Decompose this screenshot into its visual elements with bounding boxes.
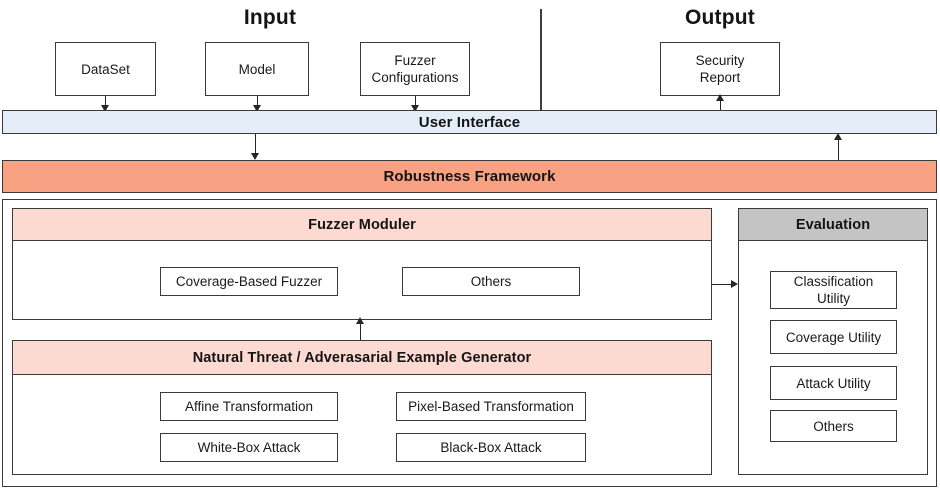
connector-ui-to-report-line — [720, 98, 722, 110]
input-output-divider — [540, 9, 542, 110]
input-node-model[interactable]: Model — [205, 42, 309, 96]
fuzzer-item-others[interactable]: Others — [402, 267, 580, 296]
evaluation-item-coverage-utility-label: Coverage Utility — [785, 329, 882, 345]
evaluation-item-classification-utility-label: Classification Utility — [793, 274, 874, 306]
generator-item-black-box-attack[interactable]: Black-Box Attack — [396, 433, 586, 462]
connector-ui-to-framework-line — [255, 134, 257, 156]
fuzzer-item-coverage-based-fuzzer[interactable]: Coverage-Based Fuzzer — [160, 267, 338, 296]
connector-framework-to-ui-line — [838, 138, 840, 160]
robustness-framework-label: Robustness Framework — [383, 168, 556, 185]
output-node-security-report-label: Security Report — [695, 53, 745, 85]
generator-item-white-box-attack[interactable]: White-Box Attack — [160, 433, 338, 462]
input-node-fuzzer-configurations[interactable]: Fuzzer Configurations — [360, 42, 470, 96]
connector-model-to-ui-arrow — [253, 105, 261, 112]
evaluation-item-others[interactable]: Others — [770, 410, 897, 442]
user-interface-label: User Interface — [418, 113, 521, 131]
connector-generator-to-fuzzer-line — [360, 322, 362, 340]
evaluation-item-attack-utility-label: Attack Utility — [796, 375, 871, 391]
connector-fuzzer-to-evaluation-line — [712, 284, 734, 286]
evaluation-item-classification-utility[interactable]: Classification Utility — [770, 271, 897, 309]
fuzzer-item-coverage-based-fuzzer-label: Coverage-Based Fuzzer — [175, 274, 323, 289]
panel-evaluation-header-label: Evaluation — [795, 216, 871, 233]
connector-fuzzerconfig-to-ui-line — [415, 96, 417, 108]
connector-ui-to-report-arrow — [716, 94, 724, 101]
connector-generator-to-fuzzer-arrow — [356, 317, 364, 324]
panel-generator-header-label: Natural Threat / Adverasarial Example Ge… — [192, 349, 532, 366]
evaluation-item-coverage-utility[interactable]: Coverage Utility — [770, 320, 897, 354]
panel-generator-header: Natural Threat / Adverasarial Example Ge… — [13, 341, 711, 375]
generator-item-affine-transformation-label: Affine Transformation — [184, 399, 314, 414]
evaluation-item-others-label: Others — [813, 418, 854, 434]
panel-fuzzer-moduler-header: Fuzzer Moduler — [13, 209, 711, 241]
input-node-model-label: Model — [238, 61, 276, 77]
input-node-dataset[interactable]: DataSet — [55, 42, 156, 96]
connector-fuzzer-to-evaluation-arrow — [731, 280, 738, 288]
input-node-fuzzer-configurations-label: Fuzzer Configurations — [371, 53, 459, 85]
output-node-security-report[interactable]: Security Report — [660, 42, 780, 96]
input-node-dataset-label: DataSet — [81, 61, 130, 77]
fuzzer-item-others-label: Others — [470, 274, 512, 289]
connector-ui-to-framework-arrow — [251, 153, 259, 160]
connector-framework-to-ui-arrow — [834, 133, 842, 140]
generator-item-affine-transformation[interactable]: Affine Transformation — [160, 392, 338, 421]
input-section-title: Input — [243, 6, 297, 29]
robustness-framework-bar[interactable]: Robustness Framework — [2, 160, 937, 193]
panel-fuzzer-moduler: Fuzzer Moduler — [12, 208, 712, 320]
generator-item-white-box-attack-label: White-Box Attack — [197, 440, 301, 455]
evaluation-item-attack-utility[interactable]: Attack Utility — [770, 366, 897, 400]
connector-dataset-to-ui-line — [105, 96, 107, 108]
user-interface-bar[interactable]: User Interface — [2, 110, 937, 134]
generator-item-pixel-based-transformation[interactable]: Pixel-Based Transformation — [396, 392, 586, 421]
output-section-title: Output — [684, 6, 755, 29]
panel-generator: Natural Threat / Adverasarial Example Ge… — [12, 340, 712, 475]
generator-item-black-box-attack-label: Black-Box Attack — [440, 440, 542, 455]
panel-evaluation-header: Evaluation — [739, 209, 927, 241]
generator-item-pixel-based-transformation-label: Pixel-Based Transformation — [408, 399, 574, 414]
connector-fuzzerconfig-to-ui-arrow — [411, 105, 419, 112]
connector-dataset-to-ui-arrow — [101, 105, 109, 112]
panel-fuzzer-moduler-header-label: Fuzzer Moduler — [308, 216, 416, 233]
connector-model-to-ui-line — [257, 96, 259, 108]
